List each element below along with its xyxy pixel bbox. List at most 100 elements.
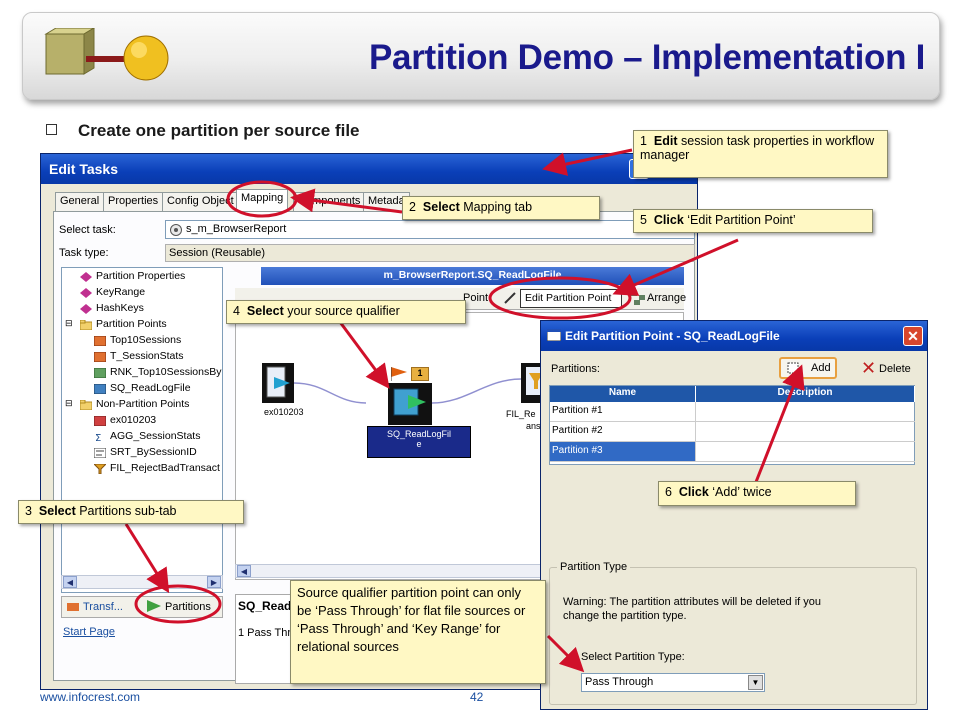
close-icon[interactable]: ✕: [903, 326, 923, 346]
column-header-description[interactable]: Description: [696, 386, 915, 402]
select-task-label: Select task:: [59, 224, 116, 236]
callout-number: 5: [640, 213, 647, 227]
bottom-tab-strip: [61, 596, 223, 618]
logo-icon: [44, 28, 169, 81]
scroll-left-icon[interactable]: ◀: [237, 565, 251, 577]
sql-icon: [94, 384, 106, 394]
tree-item[interactable]: HashKeys: [96, 302, 144, 314]
start-page-link[interactable]: Start Page: [63, 626, 115, 638]
canvas-scrollbar[interactable]: ◀: [235, 564, 555, 578]
chevron-down-icon[interactable]: ▼: [748, 675, 763, 690]
select-task-value: s_m_BrowserReport: [186, 223, 287, 235]
source-qualifier-label-line2: e: [416, 439, 422, 449]
partitions-icon: [147, 600, 161, 612]
delete-button[interactable]: Delete: [879, 363, 911, 375]
table-cell[interactable]: [696, 402, 915, 422]
callout-3: 3 Select Partitions sub-tab: [18, 500, 244, 524]
edit-partition-point-dialog: Edit Partition Point - SQ_ReadLogFile ✕ …: [540, 320, 928, 710]
transformations-icon: [67, 603, 79, 611]
source-qualifier-label-box[interactable]: SQ_ReadLogFil e: [367, 426, 471, 458]
tree-item[interactable]: Top10Sessions: [110, 334, 182, 346]
collapse-icon[interactable]: ⊟: [65, 318, 73, 328]
callout-number: 2: [409, 200, 416, 214]
filter-node-label-1: FIL_Re: [506, 409, 536, 419]
diamond-icon: [80, 272, 92, 282]
collapse-icon[interactable]: ⊟: [65, 398, 73, 408]
tree-item[interactable]: KeyRange: [96, 286, 146, 298]
table-row[interactable]: Partition #1: [550, 402, 696, 422]
column-header-name[interactable]: Name: [550, 386, 696, 402]
edit-partition-point-button[interactable]: Edit Partition Point: [520, 289, 622, 308]
tree-item[interactable]: Partition Properties: [96, 270, 186, 282]
aggregator-icon: Σ: [95, 433, 101, 442]
tree-item[interactable]: Partition Points: [96, 318, 167, 330]
scroll-left-icon[interactable]: ◀: [63, 576, 77, 588]
callout-arrows: [124, 148, 805, 673]
pipeline-links: [293, 378, 522, 404]
arrange-button[interactable]: Arrange: [647, 292, 687, 304]
properties-panel-title: SQ_Read: [238, 599, 292, 613]
tree-item[interactable]: SQ_ReadLogFile: [110, 382, 191, 394]
callout-1: 1 Edit session task properties in workfl…: [633, 130, 888, 178]
properties-panel-text: 1 Pass Thro: [238, 627, 298, 639]
partitions-table: Name Description Partition #1 Partition …: [549, 385, 915, 465]
toolbar-partially-visible[interactable]: Point: [463, 292, 489, 304]
callout-text: ‘Edit Partition Point’: [683, 213, 796, 227]
table-cell[interactable]: [696, 442, 915, 462]
table-row-selected[interactable]: Partition #3: [550, 442, 696, 462]
source-qualifier-node-icon[interactable]: [388, 383, 432, 425]
page-number: 42: [470, 690, 484, 704]
table-row[interactable]: Partition #2: [550, 422, 696, 442]
tree-item[interactable]: T_SessionStats: [110, 350, 184, 362]
select-task-field[interactable]: s_m_BrowserReport: [165, 220, 695, 239]
partition-type-value: Pass Through: [585, 676, 654, 688]
transform-icon: [94, 336, 106, 346]
partition-count-badge: 1: [411, 367, 429, 381]
add-button-label: Add: [811, 362, 831, 374]
dialog-titlebar: Edit Partition Point - SQ_ReadLogFile: [541, 321, 927, 351]
diamond-icon: [80, 288, 92, 298]
diamond-icon: [80, 304, 92, 314]
callout-number: 6: [665, 485, 672, 499]
partition-tree[interactable]: Partition Properties KeyRange HashKeys ⊟…: [61, 267, 223, 593]
callout-bold: Click: [678, 485, 709, 499]
source-node-icon[interactable]: [262, 363, 294, 403]
tree-item[interactable]: AGG_SessionStats: [110, 430, 201, 442]
filter-node-label-2: ans: [526, 421, 541, 431]
folder-icon: [80, 400, 92, 410]
warning-text: Warning: The partition attributes will b…: [563, 596, 822, 622]
callout-4: 4 Select your source qualifier: [226, 300, 466, 324]
folder-icon: [80, 320, 92, 330]
tree-item[interactable]: ex010203: [110, 414, 157, 426]
callout-number: 1: [640, 134, 647, 148]
tab-transformations[interactable]: Transf...: [83, 601, 123, 613]
callout-note: Source qualifier partition point can onl…: [290, 580, 546, 684]
tree-item[interactable]: FIL_RejectBadTransact: [110, 462, 220, 474]
footer-url: www.infocrest.com: [40, 690, 141, 704]
tree-item[interactable]: RNK_Top10SessionsBy: [110, 366, 222, 378]
callout-6: 6 Click ‘Add’ twice: [658, 481, 856, 506]
scroll-right-icon[interactable]: ▶: [207, 576, 221, 588]
mapping-header: m_BrowserReport.SQ_ReadLogFile: [261, 267, 684, 285]
callout-text: session task properties in workflow mana…: [640, 134, 875, 162]
partition-flag-icon: [391, 367, 407, 381]
partitions-label: Partitions:: [551, 363, 600, 375]
tab-config-object[interactable]: Config Object: [162, 192, 239, 211]
table-cell[interactable]: [696, 422, 915, 442]
delete-icon: ✕: [861, 358, 877, 378]
callout-5: 5 Click ‘Edit Partition Point’: [633, 209, 873, 233]
tab-mapping[interactable]: Mapping: [236, 189, 289, 212]
tab-partitions[interactable]: Partitions: [165, 601, 211, 613]
sorter-icon: [94, 448, 106, 458]
callout-text: Partitions sub-tab: [75, 504, 177, 518]
tab-properties[interactable]: Properties: [103, 192, 164, 211]
tree-item[interactable]: Non-Partition Points: [96, 398, 190, 410]
partition-type-group-label: Partition Type: [557, 561, 631, 573]
filter-icon: [94, 464, 106, 474]
svg-text:Σ: Σ: [95, 433, 101, 442]
task-type-field: Session (Reusable): [165, 244, 695, 262]
partition-type-select[interactable]: Pass Through: [581, 673, 765, 692]
tree-item[interactable]: SRT_BySessionID: [110, 446, 197, 458]
callout-text: your source qualifier: [283, 304, 400, 318]
